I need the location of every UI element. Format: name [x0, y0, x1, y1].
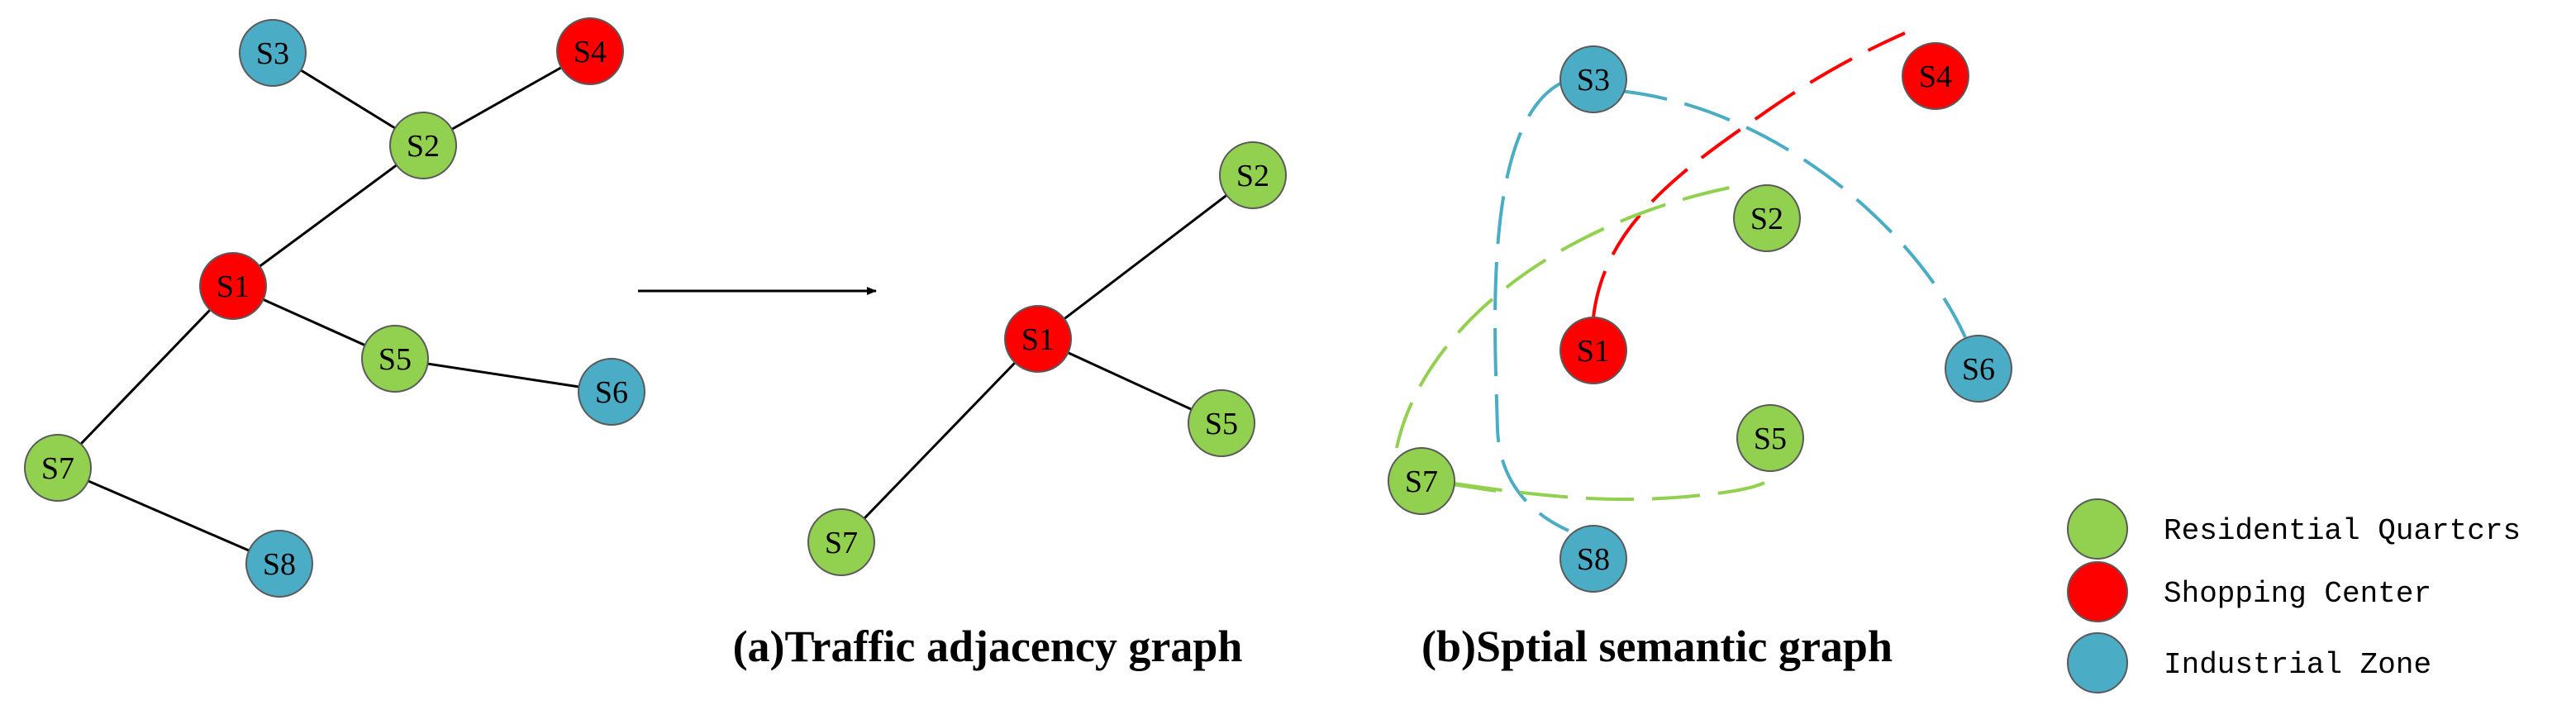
legend-item-industrial: Industrial Zone — [2067, 632, 2431, 693]
graph-a-node-s6: S6 — [578, 358, 645, 426]
graph-a-node-label: S2 — [407, 129, 440, 164]
graph-a-edge-s5-s6 — [394, 357, 612, 393]
graph-mid-node-s1: S1 — [1004, 305, 1072, 373]
graph-a-node-label: S3 — [256, 36, 289, 71]
graph-a-node-label: S8 — [263, 547, 296, 582]
graph-b-link-stub — [1452, 483, 1497, 493]
graph-b-node-circle — [1559, 525, 1627, 593]
graph-a-node-circle — [361, 325, 429, 393]
graph-b-link-s7-s5 — [1454, 470, 1778, 502]
graph-b-node-s1: S1 — [1559, 317, 1627, 384]
legend-swatch-industrial — [2067, 632, 2128, 693]
graph-mid-node-label: S1 — [1021, 322, 1055, 357]
graph-mid-node-circle — [1188, 389, 1255, 457]
graph-b-node-label: S1 — [1577, 334, 1610, 369]
graph-b-node-circle — [1559, 45, 1627, 113]
graph-mid-node-circle — [807, 508, 875, 576]
graph-a-node-s4: S4 — [556, 17, 624, 85]
graph-b-node-s5: S5 — [1736, 404, 1804, 472]
legend-item-residential: Residential Quartcrs — [2067, 498, 2521, 560]
graph-a-node-s3: S3 — [239, 19, 307, 87]
legend-swatch-shopping — [2067, 561, 2128, 622]
graph-a-node-label: S1 — [217, 269, 250, 304]
graph-b-node-circle — [1902, 42, 1969, 110]
legend-label-residential: Residential Quartcrs — [2164, 514, 2521, 548]
graph-a-node-circle — [245, 530, 313, 598]
graph-a-node-s2: S2 — [389, 112, 457, 179]
legend-label-industrial: Industrial Zone — [2164, 648, 2431, 682]
graph-b-node-s3: S3 — [1559, 45, 1627, 113]
graph-a-node-circle — [239, 19, 307, 87]
graph-b-link-s7-s2 — [1395, 185, 1735, 449]
graph-b-node-s6: S6 — [1945, 335, 2012, 403]
graph-mid-node-s2: S2 — [1219, 141, 1287, 209]
graph-b-node-s8: S8 — [1559, 525, 1627, 593]
graph-b-node-s4: S4 — [1902, 42, 1969, 110]
graph-a-node-label: S4 — [574, 35, 607, 69]
caption-traffic-adjacency: (a)Traffic adjacency graph — [733, 622, 1243, 671]
graph-b-node-s7: S7 — [1388, 447, 1455, 515]
legend-item-shopping: Shopping Center — [2067, 561, 2431, 622]
graph-b-node-label: S6 — [1962, 352, 1995, 387]
graph-b-node-label: S7 — [1405, 465, 1438, 499]
graph-mid-node-s5: S5 — [1188, 389, 1255, 457]
graph-a-edge-s2-s1 — [232, 144, 424, 288]
graph-b-link-s3-s6 — [1619, 89, 1967, 338]
graph-a-node-circle — [199, 252, 267, 320]
graph-a-node-s8: S8 — [245, 530, 313, 598]
graph-b-node-s2: S2 — [1733, 184, 1801, 252]
graph-mid-node-label: S2 — [1236, 159, 1269, 193]
graph-a-node-s5: S5 — [361, 325, 429, 393]
graph-mid-node-circle — [1004, 305, 1072, 373]
legend-label-shopping: Shopping Center — [2164, 577, 2431, 611]
graph-b-link-s3-s8 — [1493, 81, 1569, 532]
graph-a-edge-s7-s8 — [57, 466, 280, 565]
graph-b-node-label: S2 — [1750, 202, 1783, 236]
graph-a-node-circle — [556, 17, 624, 85]
graph-a-node-label: S5 — [379, 342, 412, 377]
graph-mid-node-label: S5 — [1205, 407, 1238, 441]
graph-b-node-circle — [1733, 184, 1801, 252]
graph-mid-edge-s1-s7 — [840, 337, 1040, 544]
graph-a-node-circle — [578, 358, 645, 426]
graph-b-node-circle — [1736, 404, 1804, 472]
graph-a-node-label: S6 — [595, 375, 628, 410]
graph-b-node-label: S3 — [1577, 63, 1610, 98]
graph-mid-node-circle — [1219, 141, 1287, 209]
graph-a-node-label: S7 — [41, 451, 74, 486]
graph-a-node-circle — [389, 112, 457, 179]
graph-b-node-circle — [1945, 335, 2012, 403]
graph-a-node-s7: S7 — [24, 434, 92, 502]
graph-b-links — [1395, 31, 1967, 532]
graph-mid-node-label: S7 — [825, 526, 858, 560]
graph-mid-edge-s1-s2 — [1037, 174, 1254, 341]
graph-b-link-s1-s4 — [1592, 31, 1906, 318]
graph-mid-node-s7: S7 — [807, 508, 875, 576]
graph-a-edge-s1-s7 — [56, 284, 235, 469]
graph-a-edges — [56, 50, 612, 565]
graph-a-node-s1: S1 — [199, 252, 267, 320]
graph-a-node-circle — [24, 434, 92, 502]
graph-b-node-label: S5 — [1754, 422, 1787, 456]
legend-swatch-residential — [2067, 498, 2128, 560]
graph-b-node-label: S4 — [1919, 60, 1952, 94]
graph-b-node-label: S8 — [1577, 542, 1610, 577]
caption-spatial-semantic: (b)Sptial semantic graph — [1421, 622, 1893, 671]
graph-b-node-circle — [1559, 317, 1627, 384]
graph-b-node-circle — [1388, 447, 1455, 515]
